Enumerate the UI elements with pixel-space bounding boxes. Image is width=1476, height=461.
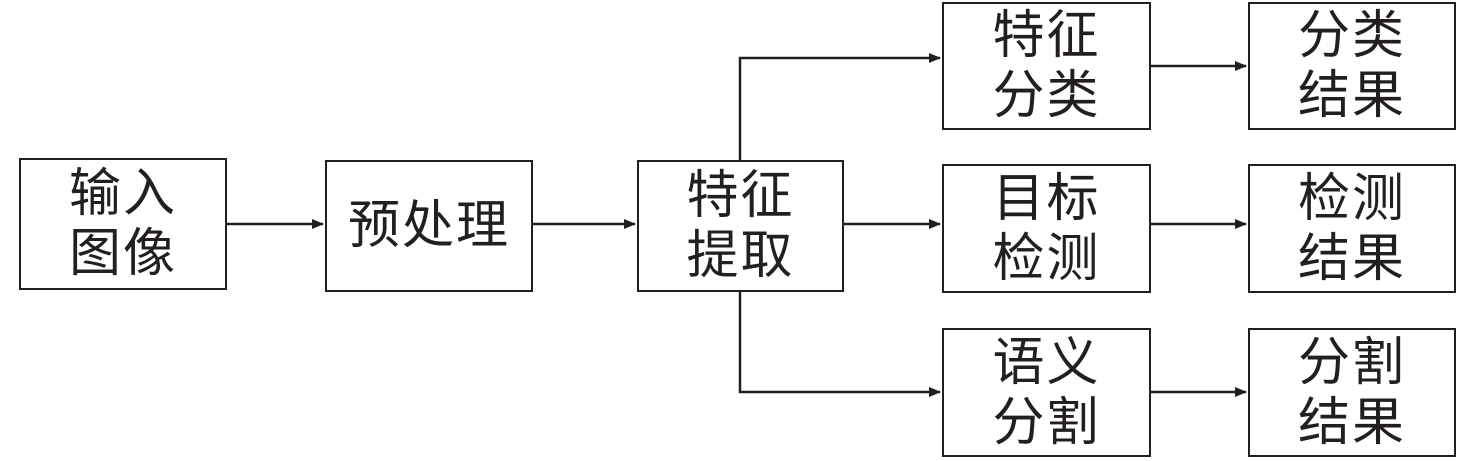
node-classification-result: 分类 结果 bbox=[1248, 2, 1456, 130]
node-label: 分类 bbox=[1297, 6, 1406, 66]
node-object-detection: 目标 检测 bbox=[942, 164, 1151, 293]
node-label: 分割 bbox=[1297, 332, 1406, 393]
node-label: 分类 bbox=[992, 66, 1101, 126]
node-label: 检测 bbox=[992, 228, 1101, 289]
node-label: 特征 bbox=[992, 6, 1101, 66]
node-preprocess: 预处理 bbox=[325, 160, 533, 292]
node-feature-classification: 特征 分类 bbox=[942, 2, 1151, 130]
node-semantic-segmentation: 语义 分割 bbox=[942, 328, 1151, 457]
node-label: 提取 bbox=[686, 226, 795, 286]
node-label: 结果 bbox=[1297, 66, 1406, 126]
node-segmentation-result: 分割 结果 bbox=[1248, 328, 1456, 457]
node-label: 预处理 bbox=[347, 196, 510, 256]
node-label: 检测 bbox=[1297, 168, 1406, 229]
node-label: 目标 bbox=[992, 168, 1101, 229]
node-label: 语义 bbox=[992, 332, 1101, 393]
node-label: 输入 bbox=[68, 164, 177, 224]
node-label: 结果 bbox=[1297, 392, 1406, 453]
edge-extraction-to-semantic-segmentation bbox=[738, 292, 941, 397]
node-label: 图像 bbox=[68, 224, 177, 284]
edge-extraction-to-feature-classification bbox=[738, 53, 941, 160]
node-label: 特征 bbox=[686, 166, 795, 226]
node-detection-result: 检测 结果 bbox=[1248, 164, 1456, 293]
node-feature-extraction: 特征 提取 bbox=[637, 160, 844, 292]
node-label: 分割 bbox=[992, 392, 1101, 453]
node-label: 结果 bbox=[1297, 228, 1406, 289]
node-input-image: 输入 图像 bbox=[19, 158, 227, 290]
